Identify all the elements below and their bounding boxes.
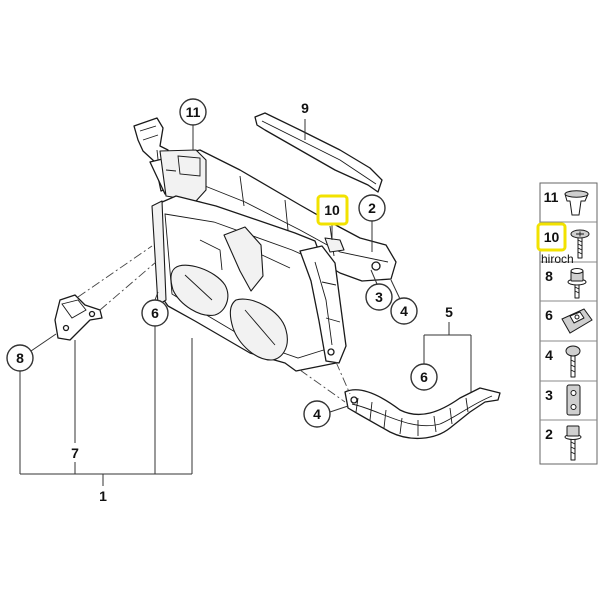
- callout-label: 4: [313, 406, 321, 422]
- highlight-box: [536, 222, 567, 252]
- legend-item-label: 8: [545, 268, 553, 284]
- lower-bracket-hole: [350, 396, 358, 404]
- callout-label: 3: [375, 289, 383, 305]
- callout-circle: [410, 363, 438, 391]
- screw-icon: [570, 229, 590, 259]
- legend-item-label: 3: [545, 387, 553, 403]
- legend-item: 6: [545, 307, 593, 334]
- callout-11: 11: [179, 98, 207, 126]
- crossbar-bolt-hole: [371, 261, 381, 271]
- callout-label: 6: [420, 369, 428, 385]
- nut-plate-icon: [566, 384, 581, 416]
- callout-label: 10: [324, 202, 340, 218]
- seal-strip-rib: [261, 120, 377, 185]
- leader-line-8: [19, 333, 57, 474]
- small-bracket-hole: [88, 310, 96, 318]
- right-post-rib: [314, 261, 341, 346]
- legend-item: 2: [545, 425, 582, 461]
- small-bracket-rib: [61, 299, 87, 319]
- small-bracket-hole: [62, 324, 70, 332]
- right-post: [299, 245, 347, 364]
- center-nose: [223, 226, 264, 292]
- seal-strip-9: [254, 112, 383, 193]
- leader-lines: [19, 119, 472, 486]
- legend-item-label: 11: [544, 189, 559, 205]
- callout-circle: [141, 299, 169, 327]
- lower-bracket-body: [344, 387, 501, 440]
- right-grille-opening: [229, 298, 288, 361]
- left-grille-opening: [170, 264, 229, 316]
- bolt-icon: [567, 268, 587, 299]
- highlight-box: [316, 194, 349, 226]
- dashed-leader-line: [299, 369, 346, 403]
- left-box-section: [159, 149, 207, 202]
- callout-10-highlighted: 10: [316, 194, 349, 226]
- callout-label: 11: [186, 104, 201, 120]
- callout-8: 8: [6, 344, 34, 372]
- front-panel-carrier: [133, 117, 397, 372]
- callout-label: 8: [16, 350, 24, 366]
- leader-line-4-lower: [329, 405, 349, 413]
- legend-item: 10: [536, 222, 590, 259]
- callout-6-right: 6: [410, 363, 438, 391]
- hex-bolt-icon: [564, 425, 582, 461]
- callout-label: 6: [151, 305, 159, 321]
- callout-circle: [303, 400, 331, 428]
- clip-cup-icon: [564, 190, 589, 216]
- leader-line-5: [423, 322, 472, 392]
- callout-circle: [358, 194, 386, 222]
- leader-line-4-upper: [390, 279, 401, 300]
- dashed-leader-line: [335, 361, 351, 395]
- leader-line-group-1: [20, 473, 192, 486]
- dashed-leader-line: [99, 261, 157, 311]
- legend-item: 11: [544, 189, 589, 216]
- leader-line-6-left: [154, 291, 159, 474]
- clip-seat-10: [324, 237, 345, 253]
- callout-label: 4: [400, 303, 408, 319]
- callout-6-left: 6: [141, 299, 169, 327]
- leader-line-3: [370, 269, 378, 285]
- callout-4-upper: 4: [390, 297, 418, 325]
- callout-circle: [390, 297, 418, 325]
- callout-4-lower: 4: [303, 400, 331, 428]
- clip-nut-icon: [561, 308, 593, 334]
- legend-item-label: 2: [545, 426, 553, 442]
- legend-item-label: 10: [544, 229, 560, 245]
- right-post-hole: [327, 348, 335, 356]
- grille-rib: [184, 239, 291, 346]
- legend-item: 8: [545, 268, 587, 299]
- box-rib: [165, 155, 201, 177]
- watermark-text: hiroch: [541, 252, 574, 266]
- legend-item-label: 4: [545, 347, 553, 363]
- callout-3: 3: [365, 283, 393, 311]
- round-head-bolt-icon: [565, 345, 581, 378]
- callout-label-5: 5: [445, 304, 453, 320]
- legend-item: 4: [545, 345, 581, 378]
- legend-item: 3: [545, 384, 581, 416]
- callout-label-1: 1: [99, 488, 107, 504]
- callout-label: 2: [368, 200, 376, 216]
- callout-circle: [6, 344, 34, 372]
- legend-item-label: 6: [545, 307, 553, 323]
- left-post: [151, 200, 167, 306]
- callout-2: 2: [358, 194, 386, 222]
- lower-bracket-5: [344, 387, 501, 440]
- lower-bracket-rib: [351, 395, 493, 436]
- callout-circle: [179, 98, 207, 126]
- callout-label-9: 9: [301, 100, 309, 116]
- small-bracket-7: [54, 294, 103, 341]
- small-bracket-body: [54, 294, 103, 341]
- dashed-leader-line: [77, 245, 153, 298]
- callout-circle: [365, 283, 393, 311]
- parts-legend: 11 10 hiroch 8: [536, 182, 598, 465]
- callout-label-7: 7: [71, 445, 79, 461]
